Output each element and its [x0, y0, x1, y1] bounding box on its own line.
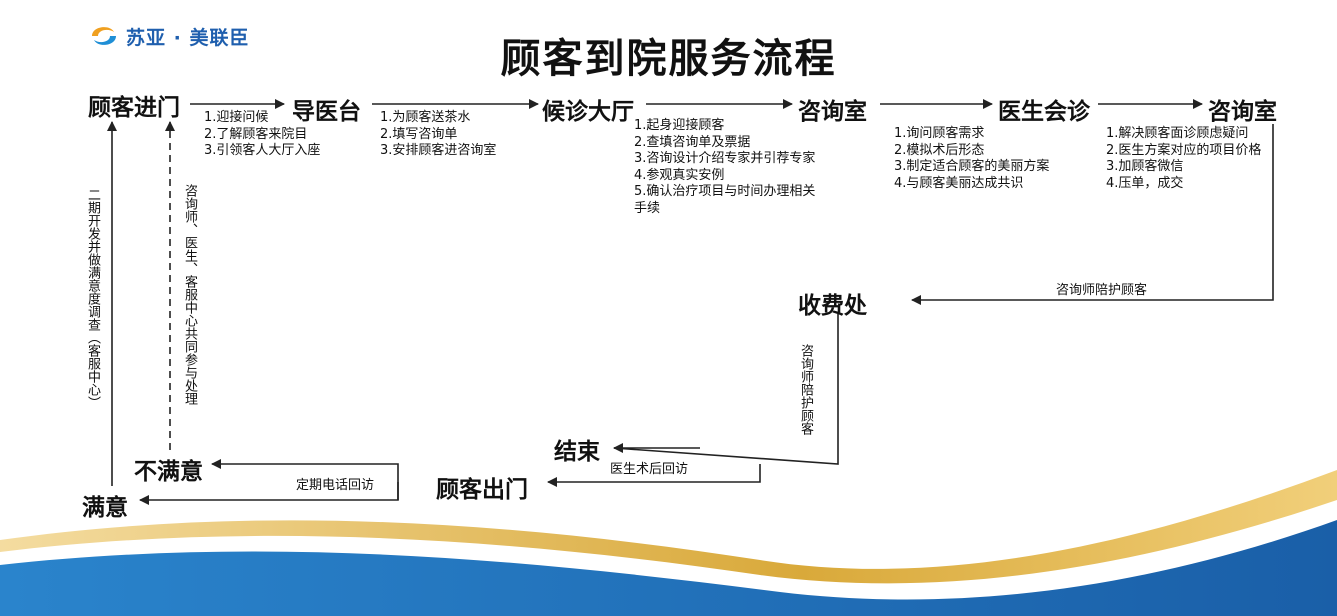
node-guide-desk: 导医台	[292, 99, 361, 125]
arrow-exit-to-satisfied	[139, 482, 399, 505]
list-item: 1.迎接问候	[204, 110, 269, 125]
list-item: 2.医生方案对应的项目价格	[1106, 142, 1262, 158]
node-consult-room-1: 咨询室	[798, 99, 867, 125]
list-item: 3.加顾客微信	[1106, 159, 1184, 174]
list-item: 1.询问顾客需求	[894, 126, 985, 141]
arrow-cashier-to-end	[613, 314, 839, 465]
node-cashier: 收费处	[798, 293, 867, 319]
list-item: 4.与顾客美丽达成共识	[894, 175, 1024, 191]
node-unsatisfied: 不满意	[134, 459, 203, 485]
steps-entry: 1.迎接问候 2.了解顾客来院目 3.引领客人大厅入座	[204, 110, 320, 160]
label-handle: 咨询师、医生、客服中心共同参与处理	[182, 184, 197, 405]
list-item: 手续	[634, 200, 661, 216]
label-to-unsatisfied: 定期电话回访	[296, 478, 375, 493]
list-item: 1.起身迎接顾客	[634, 118, 725, 133]
label-cashier-down: 咨询师陪护顾客	[798, 344, 813, 435]
list-item: 3.制定适合顾客的美丽方案	[894, 159, 1050, 174]
list-item: 4.参观真实安例	[634, 167, 725, 183]
label-to-end: 医生术后回访	[610, 462, 689, 477]
node-consult-room-2: 咨询室	[1208, 99, 1277, 125]
wave-blue	[0, 520, 1337, 616]
steps-consult-room-1: 1.询问顾客需求 2.模拟术后形态 3.制定适合顾客的美丽方案 4.与顾客美丽达…	[894, 126, 1049, 192]
list-item: 1.解决顾客面诊顾虑疑问	[1106, 126, 1249, 141]
steps-guide-desk: 1.为顾客送茶水 2.填写咨询单 3.安排顾客进咨询室	[380, 110, 496, 160]
label-to-cashier: 咨询师陪护顾客	[1056, 283, 1148, 298]
swirl-logo-icon	[92, 27, 116, 45]
list-item: 2.填写咨询单	[380, 126, 458, 142]
brand-name: 苏亚 · 美联臣	[126, 26, 250, 49]
brand-logo: 苏亚 · 美联臣	[88, 22, 249, 50]
node-end: 结束	[554, 439, 600, 465]
steps-waiting-hall: 1.起身迎接顾客 2.查填咨询单及票据 3.咨询设计介绍专家并引荐专家 4.参观…	[634, 118, 815, 217]
list-item: 2.了解顾客来院目	[204, 126, 308, 142]
list-item: 4.压单，成交	[1106, 175, 1184, 191]
arrow-consult2-to-cashier	[911, 124, 1274, 305]
list-item: 3.咨询设计介绍专家并引荐专家	[634, 151, 816, 166]
list-item: 3.引领客人大厅入座	[204, 143, 321, 158]
node-satisfied: 满意	[82, 495, 128, 521]
list-item: 3.安排顾客进咨询室	[380, 143, 497, 158]
label-survey: 二期开发并做满意度调查（客服中心）	[85, 188, 100, 409]
node-exit: 顾客出门	[436, 477, 528, 503]
node-entry: 顾客进门	[88, 95, 180, 121]
list-item: 2.模拟术后形态	[894, 142, 985, 158]
page-title: 顾客到院服务流程	[500, 36, 837, 82]
list-item: 2.查填咨询单及票据	[634, 134, 751, 150]
arrow-to-exit	[547, 464, 761, 487]
list-item: 1.为顾客送茶水	[380, 110, 471, 125]
node-waiting-hall: 候诊大厅	[542, 99, 634, 125]
steps-consult-room-2: 1.解决顾客面诊顾虑疑问 2.医生方案对应的项目价格 3.加顾客微信 4.压单，…	[1106, 126, 1261, 192]
list-item: 5.确认治疗项目与时间办理相关	[634, 184, 816, 199]
node-doctor-consult: 医生会诊	[998, 99, 1090, 125]
